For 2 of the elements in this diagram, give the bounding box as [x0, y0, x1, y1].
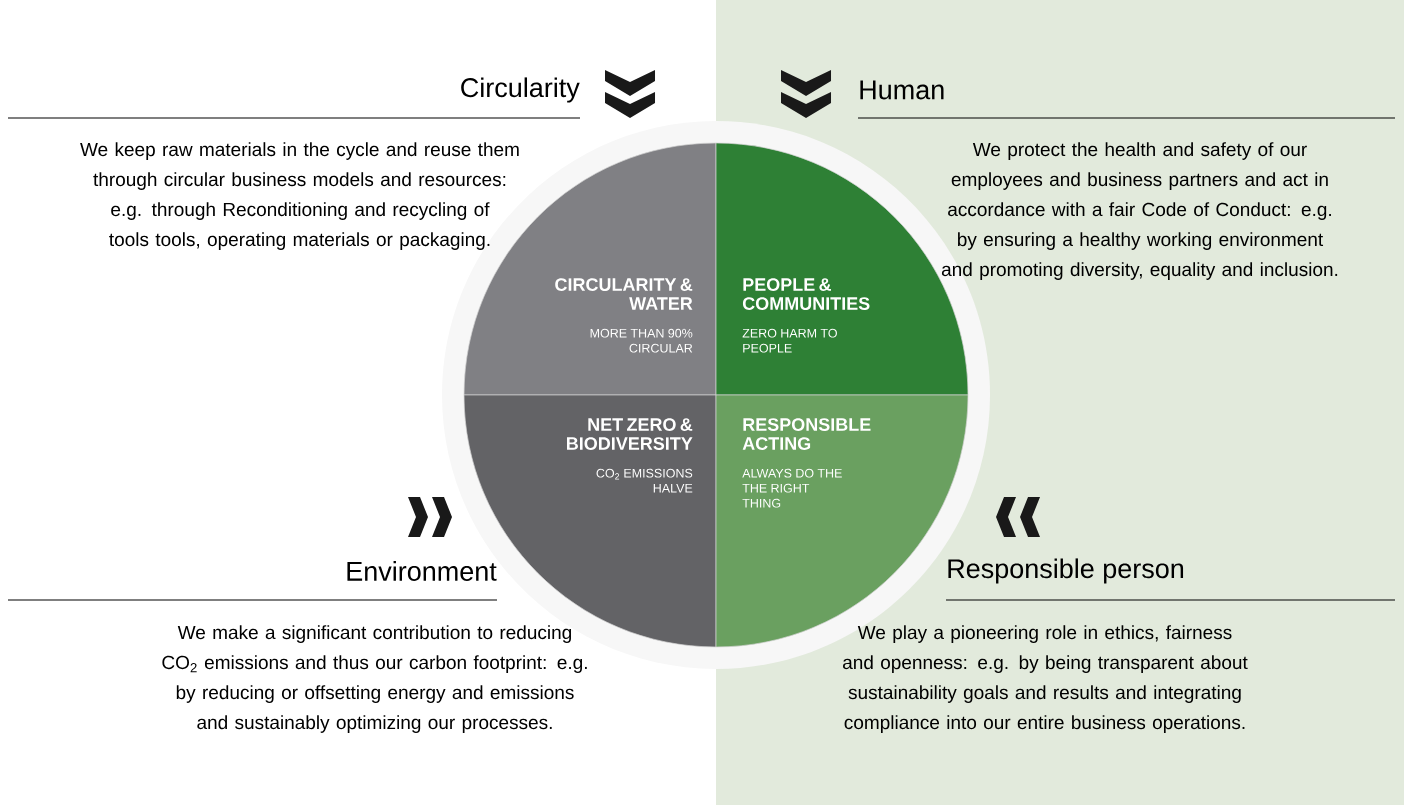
section-heading: Circularity [461, 77, 580, 103]
section-heading: Human [860, 80, 944, 100]
